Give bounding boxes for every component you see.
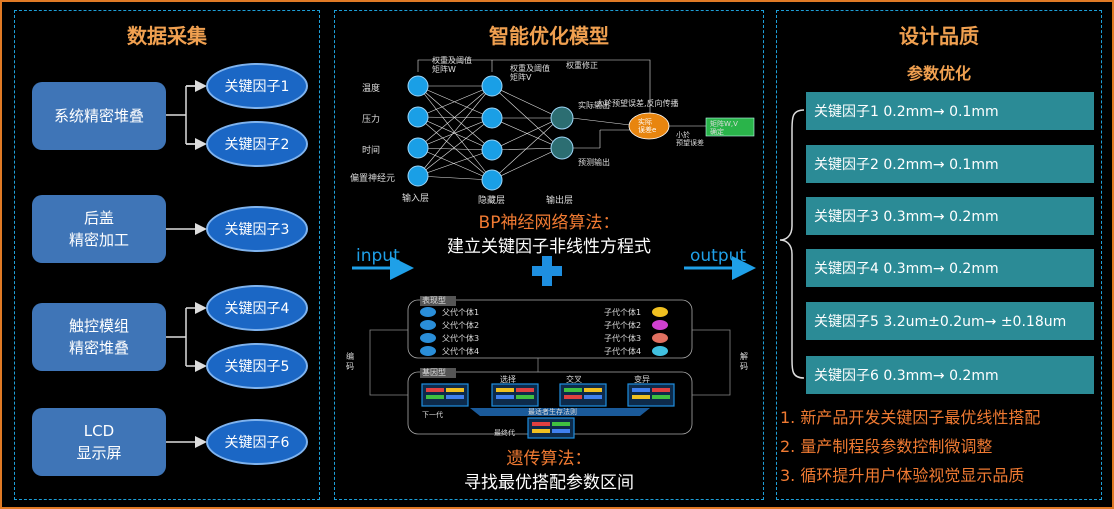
module-system-stack: 系统精密堆叠	[32, 82, 166, 150]
ga-title: 遗传算法：	[506, 449, 592, 469]
ga-rule: 最适者生存法则	[528, 408, 577, 416]
ga-population-label: 表现型	[422, 296, 446, 305]
factor-oval-5: 关键因子5	[206, 343, 308, 389]
quality-subtitle: 参数优化	[906, 64, 971, 83]
model-panel	[334, 10, 764, 500]
nn-weight-v: 权重及阈值 矩阵V	[510, 64, 550, 82]
ga-child-2: 子代个体2	[604, 321, 642, 330]
module-touch: 触控模组 精密堆叠	[32, 303, 166, 371]
nn-input-time: 时间	[362, 146, 381, 156]
output-label: output	[690, 246, 747, 266]
nn-weight-w: 权重及阈值 矩阵W	[432, 56, 472, 74]
ga-parent-4: 父代个体4	[442, 347, 480, 356]
quality-panel	[776, 10, 1102, 500]
nn-predicted-output: 预测输出	[578, 158, 610, 167]
nn-small-error: 小於 预望误差	[676, 131, 704, 147]
ga-parent-3: 父代个体3	[442, 334, 480, 343]
module-lcd: LCD 显示屏	[32, 408, 166, 476]
note-1: 1. 新产品开发关键因子最优线性搭配	[780, 408, 1041, 427]
factor-oval-3: 关键因子3	[206, 206, 308, 252]
ga-child-3: 子代个体3	[604, 334, 642, 343]
nn-input-temp: 温度	[362, 84, 381, 94]
ga-final-gen: 最终代	[494, 429, 515, 437]
ga-op-select: 选择	[500, 375, 516, 384]
result-factor-6: 关键因子6 0.3mm→ 0.2mm	[806, 356, 1094, 394]
bp-title: BP神经网络算法：	[478, 213, 620, 233]
ga-child-4: 子代个体4	[604, 347, 642, 356]
nn-hidden-layer: 隐藏层	[478, 196, 506, 206]
nn-input-bias: 偏置神经元	[350, 174, 396, 184]
input-label: input	[356, 246, 400, 266]
ga-next-gen: 下一代	[422, 411, 443, 419]
nn-correction: 权重修正	[566, 61, 598, 70]
nn-actual-error: 实际 误差e	[638, 118, 657, 134]
ga-decode: 解 码	[740, 352, 748, 371]
ga-parent-1: 父代个体1	[442, 308, 480, 317]
nn-error-backprop: 大於预望误差,反向传播	[596, 99, 679, 108]
ga-op-mutate: 变异	[634, 375, 650, 384]
nn-input-pressure: 压力	[362, 115, 381, 125]
ga-child-1: 子代个体1	[604, 308, 642, 317]
ga-subtitle: 寻找最优搭配参数区间	[464, 473, 634, 493]
nn-matrix-done: 矩阵W,V 确定	[710, 120, 738, 136]
module-back-cover: 后盖 精密加工	[32, 195, 166, 263]
factor-oval-2: 关键因子2	[206, 121, 308, 167]
bp-subtitle: 建立关键因子非线性方程式	[447, 237, 651, 257]
note-3: 3. 循环提升用户体验视觉显示品质	[780, 466, 1025, 485]
note-2: 2. 量产制程段参数控制微调整	[780, 437, 993, 456]
result-factor-4: 关键因子4 0.3mm→ 0.2mm	[806, 249, 1094, 287]
ga-op-crossover: 交叉	[566, 375, 582, 384]
factor-oval-1: 关键因子1	[206, 63, 308, 109]
factor-oval-4: 关键因子4	[206, 285, 308, 331]
ga-parent-2: 父代个体2	[442, 321, 480, 330]
nn-actual-output: 实际输出	[578, 101, 610, 110]
result-factor-3: 关键因子3 0.3mm→ 0.2mm	[806, 197, 1094, 235]
result-factor-1: 关键因子1 0.2mm→ 0.1mm	[806, 92, 1094, 130]
nn-output-layer: 输出层	[546, 196, 574, 206]
result-factor-5: 关键因子5 3.2um±0.2um→ ±0.18um	[806, 302, 1094, 340]
nn-input-layer: 输入层	[402, 194, 430, 204]
ga-genotype-label: 基因型	[422, 368, 446, 377]
ga-encode: 编 码	[346, 352, 354, 371]
result-factor-2: 关键因子2 0.2mm→ 0.1mm	[806, 145, 1094, 183]
model-title: 智能优化模型	[489, 24, 609, 48]
quality-title: 设计品质	[899, 24, 979, 48]
factor-oval-6: 关键因子6	[206, 419, 308, 465]
data-collection-panel	[14, 10, 320, 500]
data-collection-title: 数据采集	[127, 24, 207, 48]
